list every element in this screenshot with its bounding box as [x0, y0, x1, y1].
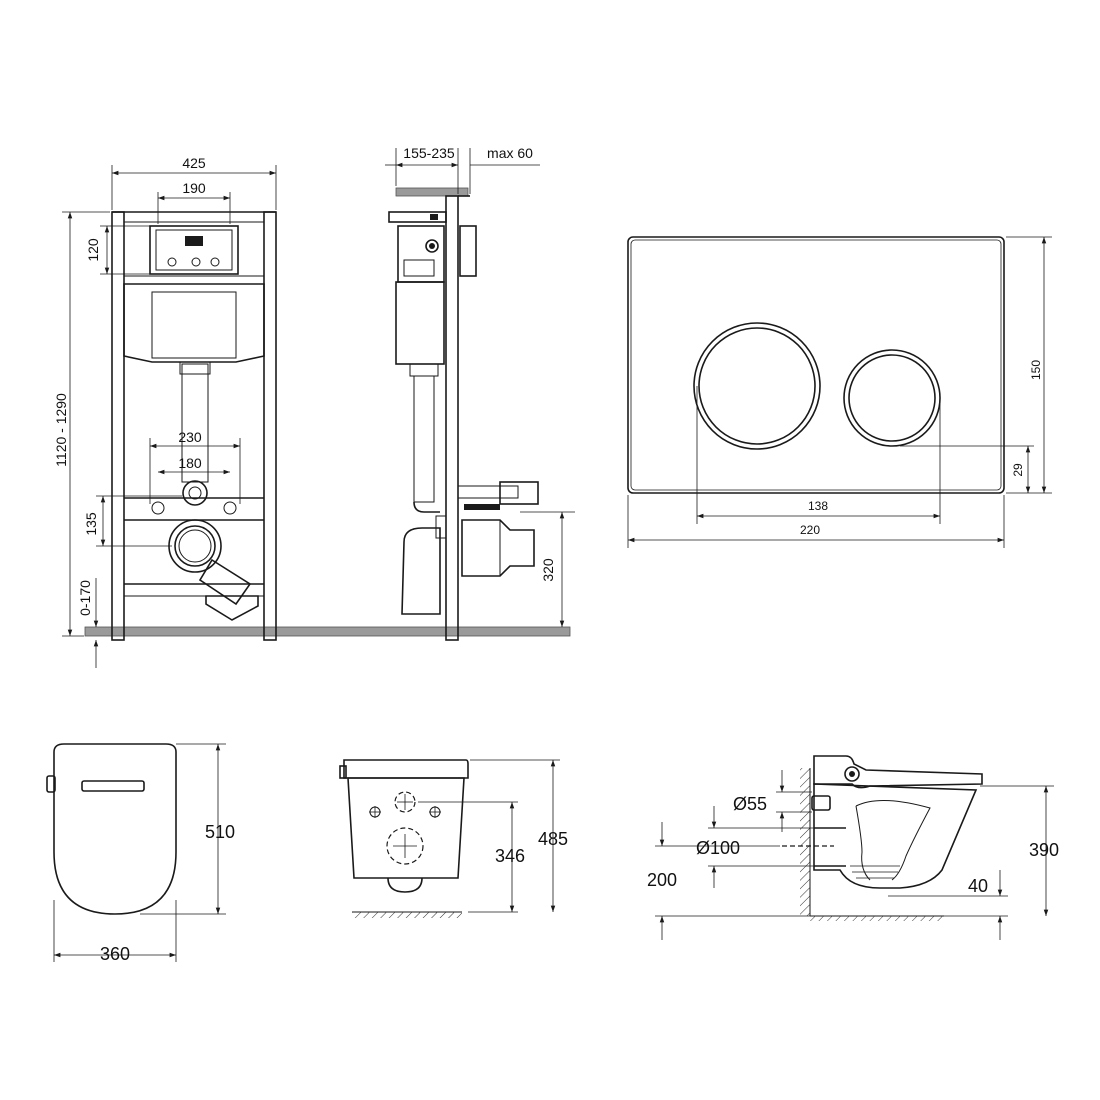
- dim-flush-box-width: 190: [182, 180, 206, 196]
- dim-frame-height-range: 1120 - 1290: [53, 393, 69, 467]
- dim-toilet-width: 360: [100, 944, 130, 964]
- frame-side-view: 155-235 max 60 320: [385, 145, 575, 641]
- dim-plate-height: 150: [1029, 360, 1043, 380]
- dim-studs-inner: 180: [178, 455, 202, 471]
- dim-plate-width: 220: [800, 523, 820, 537]
- dim-stud-height: 346: [495, 846, 525, 866]
- flush-plate-view: 150 29 138 220: [627, 236, 1052, 548]
- dim-seat-height: 390: [1029, 840, 1059, 860]
- dim-total-height: 485: [538, 829, 568, 849]
- dim-outlet-height: 200: [647, 870, 677, 890]
- dim-wall-max: max 60: [487, 145, 533, 161]
- dim-inlet-diameter: Ø55: [733, 794, 767, 814]
- dim-flush-box-height: 120: [85, 238, 101, 262]
- dim-frame-depth: 155-235: [403, 145, 455, 161]
- dim-toilet-length: 510: [205, 822, 235, 842]
- frame-front-view: 425 190 120 1120 - 1290 230 180 135 0-17…: [53, 155, 571, 668]
- toilet-front-view: 346 485: [339, 759, 568, 918]
- toilet-top-view: 510 360: [46, 743, 235, 964]
- dim-outlet-diameter: Ø100: [696, 838, 740, 858]
- dim-drain-height: 135: [83, 512, 99, 536]
- dim-frame-width: 425: [182, 155, 206, 171]
- dim-water-level: 40: [968, 876, 988, 896]
- flush-button-small: [843, 349, 941, 447]
- toilet-side-view: Ø55 Ø100 200 40 390: [647, 755, 1059, 940]
- dim-leg-adjust: 0-170: [77, 580, 93, 616]
- dim-button-spacing: 138: [808, 499, 828, 513]
- dim-studs-outer: 230: [178, 429, 202, 445]
- dim-outlet-height: 320: [540, 558, 556, 582]
- dim-button-offset: 29: [1011, 463, 1025, 477]
- flush-button-large: [693, 322, 821, 450]
